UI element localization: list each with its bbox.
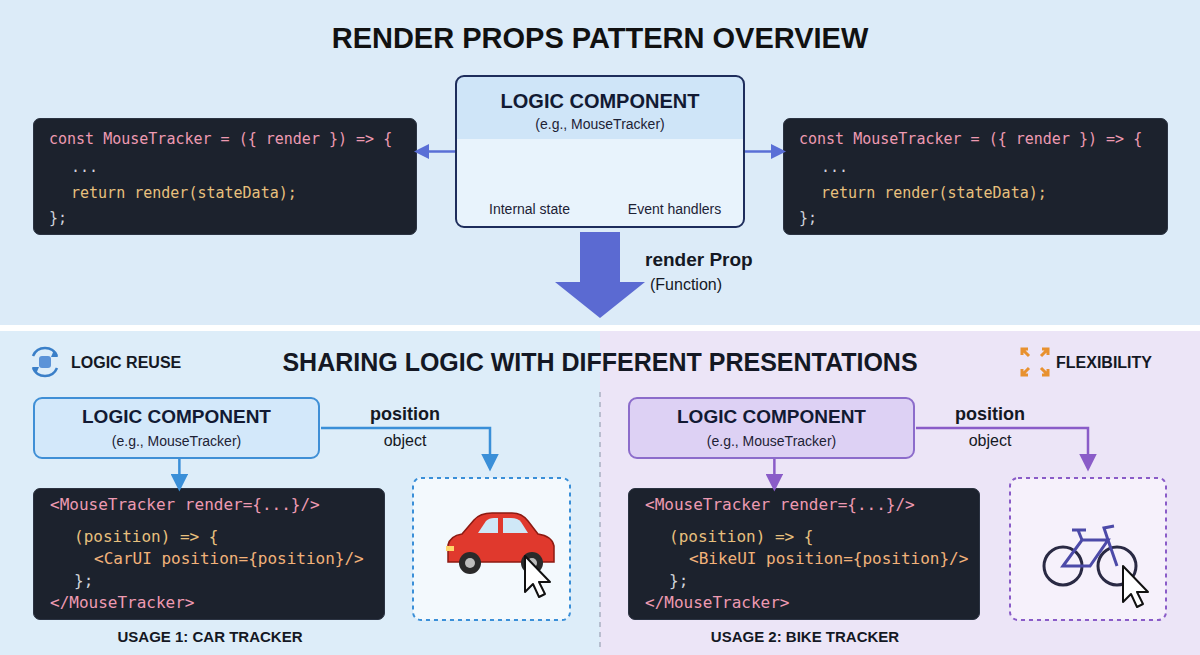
node-text: Internal state bbox=[457, 201, 602, 218]
code-line: ... bbox=[71, 157, 98, 177]
position-arrow bbox=[321, 428, 490, 468]
code-line: return render(stateData); bbox=[821, 183, 1047, 203]
code-line: }; bbox=[669, 571, 688, 591]
car-preview-box bbox=[413, 478, 570, 620]
arrow-label: render Prop bbox=[645, 249, 753, 272]
section-tag: LOGIC REUSE bbox=[71, 353, 181, 372]
code-line: return render(stateData); bbox=[71, 183, 297, 203]
code-line: (position) => { bbox=[669, 527, 814, 547]
code-line: <MouseTracker render={...}/> bbox=[645, 495, 915, 515]
cursor-icon bbox=[525, 556, 550, 597]
right-band bbox=[600, 331, 1200, 655]
code-line: const MouseTracker = ({ render }) => { bbox=[799, 129, 1142, 149]
logic-component-box: LOGIC COMPONENT (e.g., MouseTracker) Inter… bbox=[455, 75, 745, 228]
code-line: ... bbox=[821, 157, 848, 177]
logic-component-box: LOGIC COMPONENT (e.g., MouseTracker) bbox=[628, 397, 915, 459]
bike-preview-box bbox=[1010, 478, 1166, 620]
arrow-label: position bbox=[345, 404, 465, 426]
node-text: (e.g., MouseTracker) bbox=[35, 433, 318, 450]
section-tag: FLEXIBILITY bbox=[1056, 353, 1152, 372]
left-band bbox=[0, 331, 600, 655]
connector-arrow bbox=[773, 459, 776, 488]
code-line: </MouseTracker> bbox=[645, 593, 790, 613]
usage-caption: USAGE 1: CAR TRACKER bbox=[60, 628, 360, 646]
render-prop-arrow bbox=[555, 232, 645, 318]
code-line: <MouseTracker render={...}/> bbox=[50, 495, 320, 515]
connector-arrow bbox=[178, 459, 181, 488]
code-line: const MouseTracker = ({ render }) => { bbox=[49, 129, 392, 149]
node-text: Event handlers bbox=[602, 201, 747, 218]
code-box: const MouseTracker = ({ render }) => {..… bbox=[33, 118, 417, 235]
code-line: <CarUI position={position}/> bbox=[94, 549, 364, 569]
top-band bbox=[0, 0, 1200, 325]
code-line: }; bbox=[74, 571, 93, 591]
divider-line bbox=[599, 392, 601, 648]
arrow-label: object bbox=[345, 431, 465, 450]
code-box: <MouseTracker render={...}/> (position) =… bbox=[628, 488, 980, 620]
node-heading: LOGIC COMPONENT bbox=[35, 406, 318, 429]
connector-arrow bbox=[417, 150, 455, 153]
cursor-icon bbox=[1123, 566, 1148, 607]
flexibility-icon bbox=[1022, 349, 1048, 375]
arrow-label: position bbox=[930, 404, 1050, 426]
position-arrow bbox=[916, 428, 1088, 468]
reuse-icon bbox=[32, 348, 58, 376]
node-text: (e.g., MouseTracker) bbox=[630, 433, 913, 450]
code-box: const MouseTracker = ({ render }) => {..… bbox=[783, 118, 1168, 235]
node-heading: LOGIC COMPONENT bbox=[457, 89, 743, 113]
car-illustration bbox=[446, 513, 554, 574]
arrow-label: (Function) bbox=[650, 275, 722, 294]
connector-arrow bbox=[745, 150, 783, 153]
code-box: <MouseTracker render={...}/> (position) =… bbox=[33, 488, 385, 620]
code-line: }; bbox=[799, 208, 817, 228]
code-line: <BikeUI position={position}/> bbox=[689, 549, 968, 569]
diagram-title: RENDER PROPS PATTERN OVERVIEW bbox=[0, 21, 1200, 56]
node-heading: LOGIC COMPONENT bbox=[630, 406, 913, 429]
logic-component-box: LOGIC COMPONENT (e.g., MouseTracker) bbox=[33, 397, 320, 459]
usage-caption: USAGE 2: BIKE TRACKER bbox=[655, 628, 955, 646]
code-line: </MouseTracker> bbox=[50, 593, 195, 613]
node-text: (e.g., MouseTracker) bbox=[457, 116, 743, 133]
code-line: }; bbox=[49, 208, 67, 228]
arrow-label: object bbox=[930, 431, 1050, 450]
code-line: (position) => { bbox=[74, 527, 219, 547]
